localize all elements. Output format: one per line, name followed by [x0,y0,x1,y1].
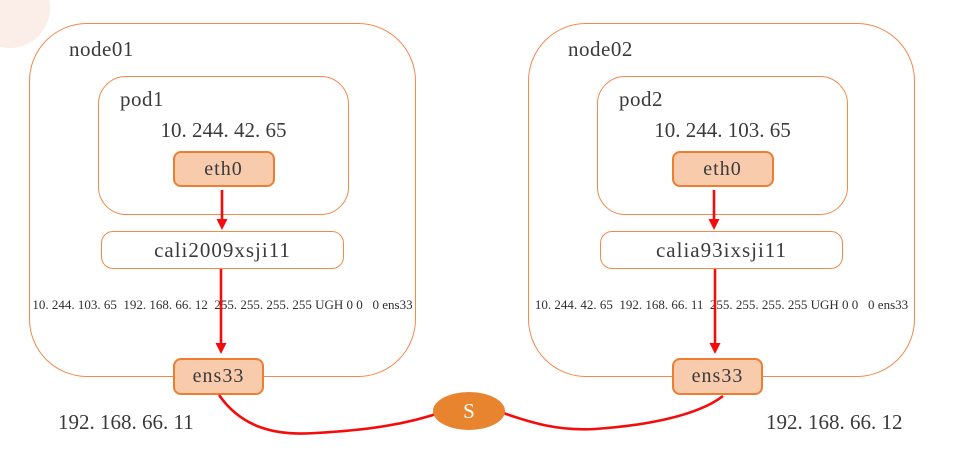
node-name-label: node02 [568,37,633,61]
pod-ip-label: 10. 244. 42. 65 [160,118,287,142]
calico-veth-interface: calia93ixsji11 [600,231,843,269]
host-nic-ens33: ens33 [173,358,264,395]
route-table-entry: 10. 244. 42. 65 192. 168. 66. 11 255. 25… [534,297,909,312]
pod-name-label: pod2 [619,87,663,111]
link-switch-to-ens33-right [494,394,724,431]
node-name-label: node01 [69,37,134,61]
corner-decoration-blob [0,0,50,48]
host-ip-label: 192. 168. 66. 11 [58,410,194,434]
calico-veth-interface: cali2009xsji11 [101,231,344,269]
node02-box: node02 pod2 10. 244. 103. 65 eth0 calia9… [528,23,915,434]
route-table-entry: 10. 244. 103. 65 192. 168. 66. 12 255. 2… [32,297,413,312]
switch-node: S [433,392,505,430]
pod-ip-label: 10. 244. 103. 65 [654,118,791,142]
link-ens33-left-to-switch [217,394,446,435]
pod-name-label: pod1 [120,87,164,111]
switch-label: S [463,398,475,423]
host-nic-ens33: ens33 [672,358,763,395]
host-ip-label: 192. 168. 66. 12 [766,410,903,434]
pod1-box: pod1 10. 244. 42. 65 eth0 [98,76,349,215]
pod-eth0-interface: eth0 [671,151,774,187]
pod2-box: pod2 10. 244. 103. 65 eth0 [597,76,848,215]
pod-eth0-interface: eth0 [172,151,275,187]
node01-box: node01 pod1 10. 244. 42. 65 eth0 cali200… [29,23,416,434]
